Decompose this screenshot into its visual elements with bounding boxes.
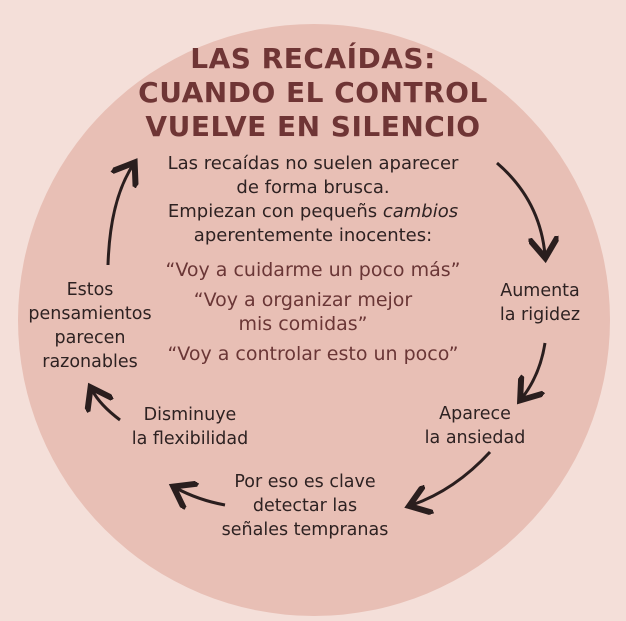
intro-text-italic: cambios (382, 201, 459, 222)
intro-line: de forma brusca. (236, 177, 390, 198)
intro-text: Las recaídas no suelen aparecer de forma… (0, 152, 626, 248)
step-senales: Por eso es clave detectar las señales temp… (200, 470, 410, 542)
intro-text-plain: Empiezan con pequeñs (167, 201, 383, 222)
step-line: parecen (54, 328, 126, 348)
step-line: detectar las (252, 496, 358, 516)
step-flexibilidad: Disminuye la flexibilidad (115, 403, 265, 451)
quote-line: mis comidas” (238, 313, 368, 335)
arrow-bottom-right (412, 450, 492, 505)
step-rigidez: Aumenta la rigidez (480, 279, 600, 327)
step-line: la flexibilidad (131, 429, 249, 449)
quote-line: “Voy a organizar mejor (193, 289, 413, 311)
intro-line: aperentemente inocentes: (193, 225, 433, 246)
step-line: Aumenta (500, 281, 580, 301)
arrow-top-left (106, 165, 133, 266)
quote-3: “Voy a controlar esto un poco” (167, 343, 459, 365)
step-line: la ansiedad (424, 428, 526, 448)
step-ansiedad: Aparece la ansiedad (405, 402, 545, 450)
intro-line: Las recaídas no suelen aparecer (167, 153, 459, 174)
title-line: CUANDO EL CONTROL (138, 76, 488, 109)
title-line: VUELVE EN SILENCIO (145, 110, 481, 143)
arrow-bottom-left (176, 488, 226, 505)
step-line: Aparece (439, 404, 511, 424)
intro-line: Empiezan con pequeñs cambios (0, 200, 626, 224)
background-circle (18, 24, 610, 616)
arrow-top-right (496, 161, 545, 255)
step-line: la rigidez (499, 305, 581, 325)
step-line: razonables (42, 352, 138, 372)
step-line: Disminuye (143, 405, 237, 425)
title-line: LAS RECAÍDAS: (190, 42, 436, 75)
step-pensamientos: Estos pensamientos parecen razonables (20, 278, 160, 374)
step-line: señales tempranas (221, 520, 389, 540)
step-line: pensamientos (28, 304, 152, 324)
step-line: Estos (66, 280, 114, 300)
step-line: Por eso es clave (234, 472, 376, 492)
arrow-left (92, 390, 121, 422)
quote-1: “Voy a cuidarme un poco más” (165, 259, 461, 281)
arrow-right (522, 342, 547, 398)
